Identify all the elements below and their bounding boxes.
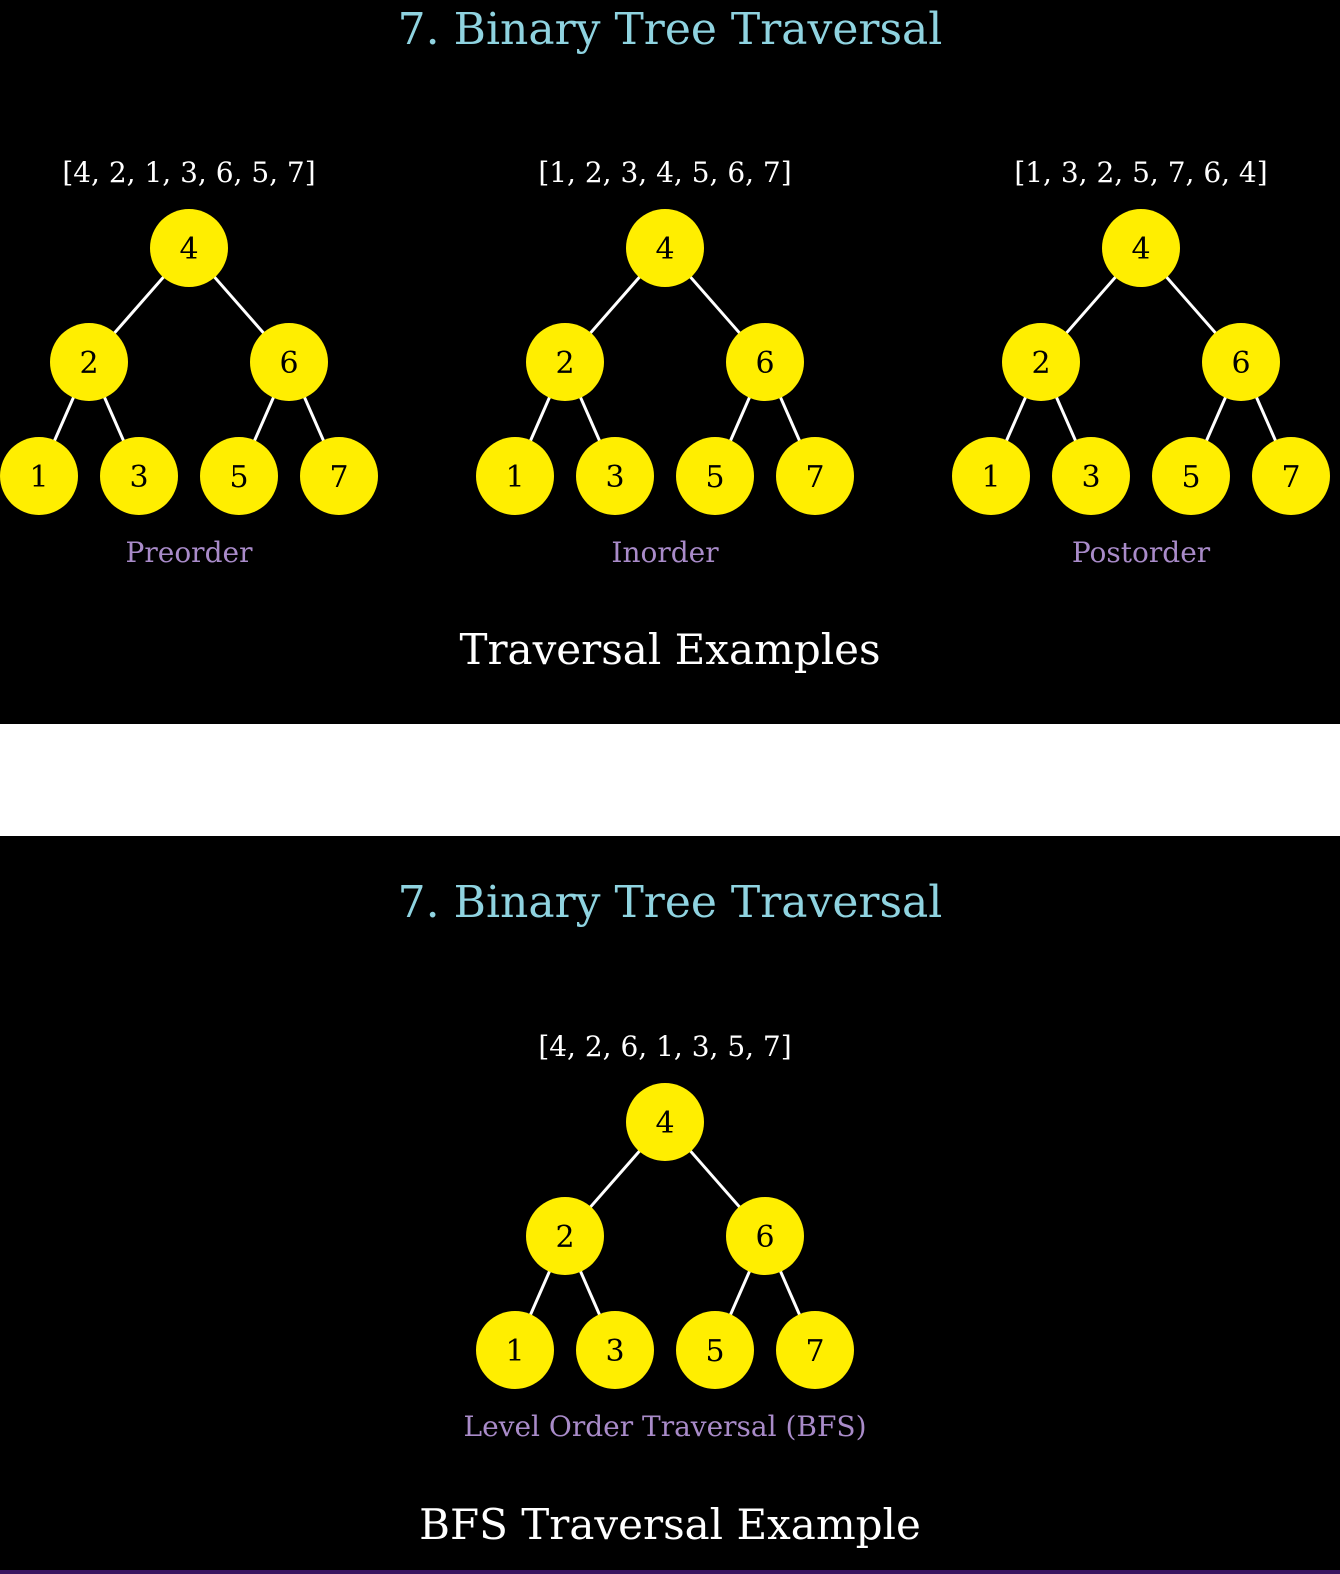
tree-node: [1152, 437, 1230, 515]
tree-edge: [212, 274, 266, 336]
tree-node: [726, 323, 804, 401]
tree-node: [1002, 323, 1080, 401]
tree-node-value: 3: [605, 460, 624, 495]
tree-edge: [1164, 274, 1218, 336]
tree-node: [626, 209, 704, 287]
tree-node: [1102, 209, 1180, 287]
tree-edge: [528, 1269, 552, 1317]
tree-node: [0, 437, 78, 515]
tree-node: [476, 437, 554, 515]
tree-node-value: 2: [555, 346, 574, 381]
tree-node: [250, 323, 328, 401]
tree-node-value: 7: [805, 1334, 824, 1369]
tree-node-value: 4: [1131, 232, 1150, 267]
tree-node: [1052, 437, 1130, 515]
tree-edge: [588, 1148, 642, 1210]
tree-edge: [112, 274, 166, 336]
tree-node-value: 3: [1081, 460, 1100, 495]
tree-node-value: 5: [705, 1334, 724, 1369]
tree-node-value: 2: [555, 1220, 574, 1255]
tree-node-value: 5: [705, 460, 724, 495]
tree-node: [50, 323, 128, 401]
tree-node-value: 7: [1281, 460, 1300, 495]
tree-node: [1252, 437, 1330, 515]
tree-edge: [778, 1269, 802, 1317]
tree-node: [150, 209, 228, 287]
tree-node-value: 4: [655, 1106, 674, 1141]
tree-node-value: 6: [1231, 346, 1250, 381]
tree-edge: [728, 395, 752, 443]
tree-node-value: 5: [229, 460, 248, 495]
tree-node-value: 1: [981, 460, 1000, 495]
tree-node: [576, 1311, 654, 1389]
tree-node: [676, 1311, 754, 1389]
tree-node: [776, 437, 854, 515]
tree-edge: [102, 395, 126, 443]
tree-edge: [1204, 395, 1228, 443]
tree-edge: [728, 1269, 752, 1317]
tree-node-value: 6: [755, 1220, 774, 1255]
tree-edge: [528, 395, 552, 443]
traversal-label: Preorder: [126, 536, 254, 569]
tree-node: [676, 437, 754, 515]
tree-node: [300, 437, 378, 515]
slide-traversal-examples: 7. Binary Tree Traversal [4, 2, 1, 3, 6,…: [0, 0, 1340, 724]
traversal-sequence: [1, 2, 3, 4, 5, 6, 7]: [538, 156, 791, 189]
tree-node-value: 4: [655, 232, 674, 267]
tree-node: [526, 323, 604, 401]
tree-node: [776, 1311, 854, 1389]
tree-node-value: 4: [179, 232, 198, 267]
tree-node-value: 3: [605, 1334, 624, 1369]
tree-node-value: 1: [505, 460, 524, 495]
tree-edge: [1004, 395, 1028, 443]
traversal-label: Inorder: [611, 536, 719, 569]
tree-node: [626, 1083, 704, 1161]
tree-edge: [688, 274, 742, 336]
tree-node: [526, 1197, 604, 1275]
tree-edge: [52, 395, 76, 443]
tree-node-value: 5: [1181, 460, 1200, 495]
traversal-label: Postorder: [1072, 536, 1211, 569]
tree-node: [576, 437, 654, 515]
tree-node: [726, 1197, 804, 1275]
traversal-label: Level Order Traversal (BFS): [463, 1410, 866, 1443]
tree-node-value: 1: [505, 1334, 524, 1369]
tree-edge: [578, 1269, 602, 1317]
tree-node-value: 6: [279, 346, 298, 381]
tree-node-value: 6: [755, 346, 774, 381]
tree-edge: [578, 395, 602, 443]
traversal-sequence: [4, 2, 6, 1, 3, 5, 7]: [538, 1030, 791, 1063]
tree-node: [200, 437, 278, 515]
slide-bfs-example: 7. Binary Tree Traversal [4, 2, 6, 1, 3,…: [0, 836, 1340, 1574]
slide-title: 7. Binary Tree Traversal: [397, 877, 943, 928]
tree-edge: [688, 1148, 742, 1210]
tree-node-value: 7: [805, 460, 824, 495]
tree-node-value: 2: [1031, 346, 1050, 381]
slide-title: 7. Binary Tree Traversal: [397, 4, 943, 55]
tree-node: [952, 437, 1030, 515]
tree-node-value: 7: [329, 460, 348, 495]
slide-caption: BFS Traversal Example: [419, 1500, 921, 1549]
slide-caption: Traversal Examples: [459, 625, 881, 674]
tree-edge: [1254, 395, 1278, 443]
tree-node-value: 2: [79, 346, 98, 381]
tree-edge: [302, 395, 326, 443]
tree-edge: [1064, 274, 1118, 336]
tree-node: [1202, 323, 1280, 401]
tree-edge: [778, 395, 802, 443]
traversal-sequence: [1, 3, 2, 5, 7, 6, 4]: [1014, 156, 1267, 189]
tree-edge: [588, 274, 642, 336]
tree-edge: [252, 395, 276, 443]
traversal-sequence: [4, 2, 1, 3, 6, 5, 7]: [62, 156, 315, 189]
tree-edge: [1054, 395, 1078, 443]
tree-node: [100, 437, 178, 515]
tree-node-value: 3: [129, 460, 148, 495]
tree-node: [476, 1311, 554, 1389]
tree-node-value: 1: [29, 460, 48, 495]
